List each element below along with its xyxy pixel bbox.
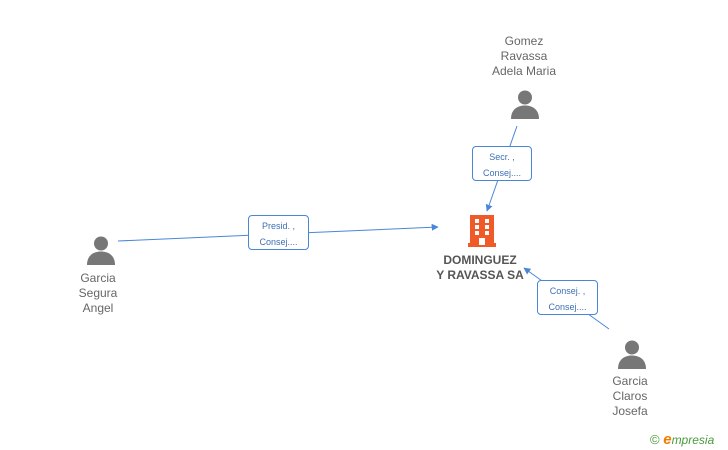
person-name-line2: Claros <box>612 389 648 403</box>
brand-rest: mpresia <box>671 433 715 447</box>
person-name-gomez[interactable]: Gomez Ravassa Adela Maria <box>472 34 576 79</box>
person-name-line3: Josefa <box>612 404 648 418</box>
role-line2: Consej.... <box>548 302 587 312</box>
building-icon <box>468 215 496 247</box>
empresia-logo: © empresia <box>650 431 714 448</box>
person-name-line1: Gomez <box>504 34 544 48</box>
role-line1: Presid. , <box>261 221 295 231</box>
role-box-gomez[interactable]: Secr. , Consej.... <box>472 146 532 181</box>
person-name-line3: Angel <box>82 301 114 315</box>
brand-e: e <box>663 431 672 448</box>
person-icon <box>511 90 539 119</box>
company-name-line1: DOMINGUEZ <box>443 253 517 267</box>
person-name-line3: Adela Maria <box>491 64 557 78</box>
person-name-line2: Ravassa <box>500 49 548 63</box>
person-name-claros[interactable]: Garcia Claros Josefa <box>590 374 670 419</box>
person-name-line1: Garcia <box>80 271 116 285</box>
company-name[interactable]: DOMINGUEZ Y RAVASSA SA <box>424 253 536 283</box>
person-name-segura[interactable]: Garcia Segura Angel <box>58 271 138 316</box>
role-line1: Consej. , <box>549 286 586 296</box>
role-line2: Consej.... <box>259 237 298 247</box>
role-line1: Secr. , <box>489 152 515 162</box>
role-box-claros[interactable]: Consej. , Consej.... <box>537 280 598 315</box>
company-name-line2: Y RAVASSA SA <box>436 268 524 282</box>
role-box-segura[interactable]: Presid. , Consej.... <box>248 215 309 250</box>
person-name-line1: Garcia <box>612 374 648 388</box>
person-icon <box>87 236 115 265</box>
role-line2: Consej.... <box>482 168 522 178</box>
copyright-icon: © <box>650 432 660 447</box>
person-name-line2: Segura <box>78 286 118 300</box>
person-icon <box>618 340 646 369</box>
